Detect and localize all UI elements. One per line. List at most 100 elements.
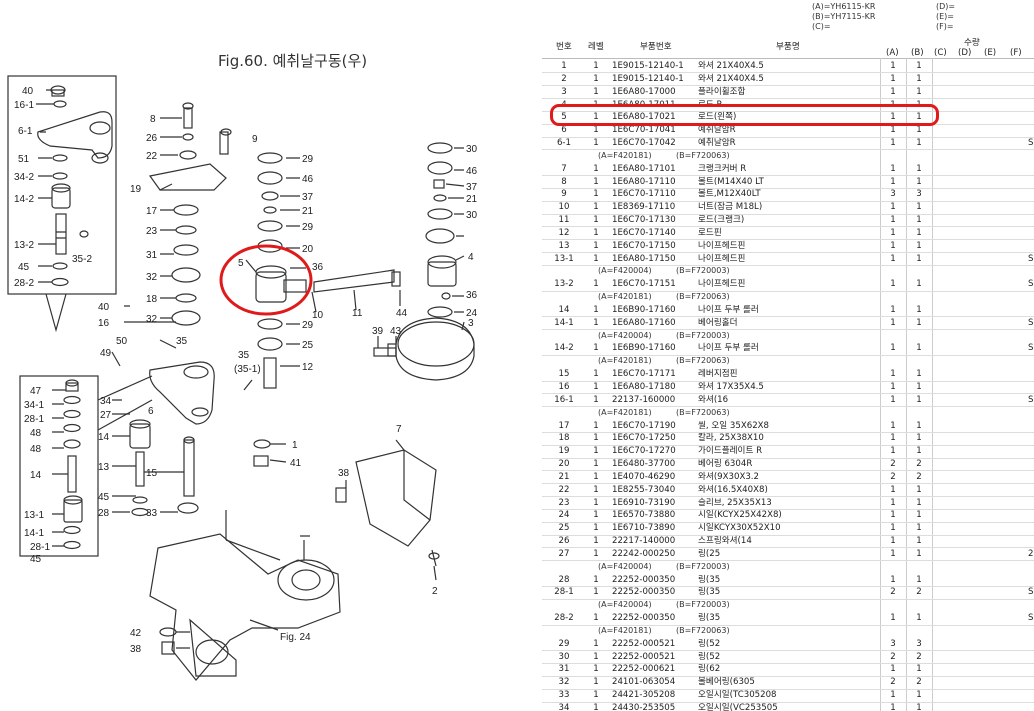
cell-no: 32 [558,677,570,688]
callout-number: 21 [466,194,478,205]
cell-qty-a: 1 [890,202,896,213]
cell-name: 나이프 두부 롤러 [698,343,759,354]
callout-number: 29 [302,154,314,165]
cell-part-no: 22252-000350 [612,587,676,598]
row-rule [542,200,1034,202]
callout-number: 7 [396,424,402,435]
cell-qty-a: 1 [890,369,896,380]
cell-qty-b: 1 [916,446,922,457]
cell-part-no: 1E6710-73890 [612,523,676,534]
cell-name: 로드(크랭크) [698,215,745,226]
cell-qty-b: 1 [916,574,922,585]
cell-part-no: 1E6C70-17140 [612,227,676,238]
cell-name: 와셔(16 [698,394,729,405]
cell-level: 1 [593,703,599,711]
row-highlight [550,104,939,126]
cell-qty-a: 1 [890,433,896,444]
cell-name: 와셔 21X40X4.5 [698,61,764,71]
cell-name: 볼트(M14X40 LT [698,176,764,187]
callout-number: 1 [292,440,298,451]
header-c: (C) [934,48,947,58]
cell-no: 28 [558,574,570,585]
cell-qty-b: 1 [916,536,922,547]
row-rule [542,149,1034,151]
callout-number: 34 [100,396,112,407]
cell-qty-a: 1 [890,215,896,226]
row-rule [542,457,1034,459]
cell-no: 13-2 [554,279,574,290]
cell-level: 1 [593,574,599,585]
cell-qty-b: 1 [916,163,922,174]
cell-no: 31 [558,664,570,675]
cell-name: 와셔 21X40X4.5 [698,73,764,84]
header-no: 번호 [556,42,572,52]
callout-number: 41 [290,458,302,469]
cell-part-no: 1E6C70-17270 [612,446,676,457]
cell-level: 1 [593,304,599,315]
cell-qty-a: 2 [890,677,896,688]
cell-name: 시일KCYX30X52X10 [698,523,781,534]
callout-number: 3 [468,318,474,329]
serial-b: (B=F720063) [676,150,730,160]
row-rule [542,354,1034,356]
model-f: (F)= [936,22,954,31]
callout-number: 34-1 [24,400,44,411]
cell-no: 3 [561,86,567,97]
header-e: (E) [984,48,997,58]
callout-number: 37 [302,192,314,203]
row-rule [542,688,1034,690]
header-name: 부품명 [776,42,800,52]
serial-a: (A=F420004) [598,600,652,610]
cell-no: 26 [558,536,570,547]
cell-no: 23 [558,497,570,508]
cell-name: 오일시일(TC305208 [698,690,777,701]
cell-name: 칼라, 25X38X10 [698,433,764,444]
cell-part-no: 1E6480-37700 [612,459,676,470]
callout-number: 33 [146,508,158,519]
cell-qty-a: 1 [890,317,896,328]
cell-qty-a: 1 [890,382,896,392]
callout-number: 5 [238,258,244,269]
cell-level: 1 [593,163,599,174]
callout-number: 16-1 [14,100,34,111]
serial-note-row: (A=F420181)(B=F720063) [528,291,1034,304]
cell-qty-b: 1 [916,112,922,123]
row-rule [542,136,1034,138]
cell-qty-a: 1 [890,548,896,559]
cell-name: 볼베어링(6305 [698,677,755,688]
serial-a: (A=F420181) [598,356,652,366]
cell-qty-b: 1 [916,548,922,559]
callout-number: 48 [30,428,42,439]
serial-note-row: (A=F420181)(B=F720063) [528,407,1034,420]
cell-level: 1 [593,420,599,431]
cell-no: 20 [558,459,570,470]
row-rule [542,72,1034,74]
callout-number: 9 [252,134,258,145]
row-rule [542,701,1034,703]
cell-qty-b: 1 [916,343,922,354]
cell-part-no: 22137-160000 [612,394,676,405]
cell-part-no: 22242-000250 [612,548,676,559]
row-rule [542,431,1034,433]
cell-part-no: 24421-305208 [612,690,676,701]
cell-qty-a: 1 [890,253,896,264]
cell-part-no: 1E8255-73040 [612,484,676,495]
cell-qty-b: 1 [916,510,922,521]
callout-number: 25 [302,340,314,351]
callout-number: 28-1 [30,542,50,553]
cell-extra: S [1028,138,1034,149]
model-c: (C)= [812,22,831,31]
cell-qty-b: 2 [916,587,922,598]
cell-part-no: 1E6910-73190 [612,497,676,508]
cell-no: 12 [558,227,570,238]
cell-no: 1 [561,61,567,71]
cell-qty-a: 1 [890,613,896,624]
row-rule [542,508,1034,510]
